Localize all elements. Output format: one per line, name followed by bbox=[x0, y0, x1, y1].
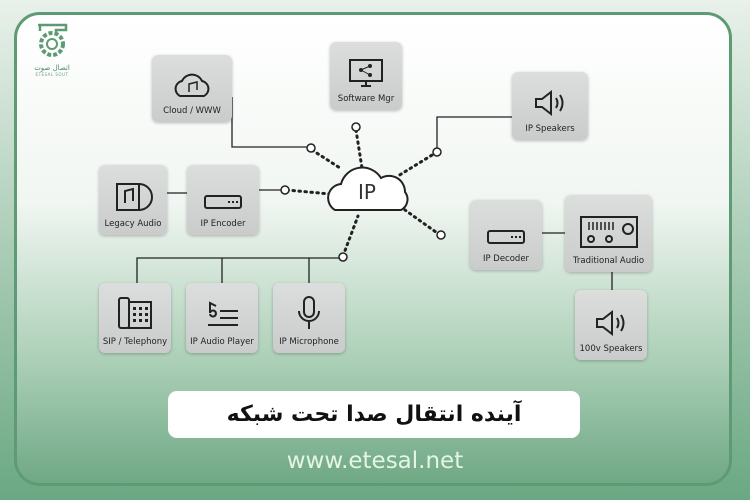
node-label: Legacy Audio bbox=[104, 219, 162, 229]
website-url: www.etesal.net bbox=[286, 448, 464, 474]
microphone-icon bbox=[298, 296, 320, 329]
node-label: 100v Speakers bbox=[579, 344, 643, 354]
node-label: IP Speakers bbox=[525, 124, 575, 134]
speaker-icon bbox=[596, 309, 625, 337]
node-traditional: Traditional Audio bbox=[565, 195, 652, 272]
node-label: SIP / Telephony bbox=[102, 337, 168, 347]
playlist-icon bbox=[208, 301, 238, 326]
node-100v-speakers: 100v Speakers bbox=[575, 290, 647, 360]
node-encoder: IP Encoder bbox=[187, 165, 259, 235]
page-title: آینده انتقال صدا تحت شبکه bbox=[168, 391, 580, 438]
phone-icon bbox=[118, 297, 152, 329]
logo: اتصال صوت ETESAL SOUT bbox=[30, 22, 74, 77]
node-sip: SIP / Telephony bbox=[99, 283, 171, 353]
node-legacy: Legacy Audio bbox=[99, 165, 167, 235]
gear-logo-icon bbox=[38, 23, 68, 57]
speaker-icon bbox=[535, 89, 564, 117]
monitor-share-icon bbox=[349, 59, 383, 87]
vinyl-music-icon bbox=[116, 183, 153, 211]
node-label: IP Encoder bbox=[200, 219, 246, 229]
node-player: IP Audio Player bbox=[186, 283, 258, 353]
cloud-music-icon bbox=[174, 73, 210, 97]
node-label: IP Microphone bbox=[279, 337, 339, 347]
node-software: Software Mgr bbox=[330, 42, 402, 110]
amplifier-icon bbox=[579, 216, 638, 248]
node-label: IP Audio Player bbox=[190, 337, 254, 347]
node-label: Traditional Audio bbox=[572, 256, 645, 266]
encoder-device-icon bbox=[204, 195, 242, 209]
node-label: Cloud / WWW bbox=[163, 106, 221, 116]
node-label: IP Decoder bbox=[482, 254, 530, 264]
node-ip-speakers: IP Speakers bbox=[512, 72, 588, 140]
decoder-device-icon bbox=[487, 230, 525, 244]
node-mic: IP Microphone bbox=[273, 283, 345, 353]
node-label: Software Mgr bbox=[337, 94, 395, 104]
ip-cloud-icon bbox=[327, 166, 409, 211]
logo-text: اتصال صوت bbox=[34, 64, 70, 72]
ip-label: IP bbox=[358, 180, 376, 204]
node-cloud: Cloud / WWW bbox=[152, 55, 232, 122]
node-decoder: IP Decoder bbox=[470, 200, 542, 270]
logo-subtext: ETESAL SOUT bbox=[35, 72, 69, 77]
